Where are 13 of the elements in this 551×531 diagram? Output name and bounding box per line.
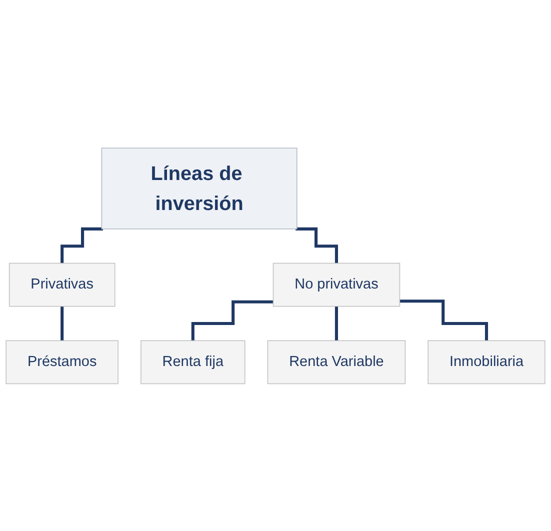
connector	[191, 300, 274, 342]
node-box: Inmobiliaria	[428, 340, 546, 384]
connector	[400, 299, 488, 342]
node-box: Líneas de inversión	[101, 147, 298, 229]
node-box: Privativas	[8, 262, 116, 306]
connector	[60, 304, 64, 342]
connector	[334, 304, 338, 342]
connector	[60, 226, 103, 264]
node-box: No privativas	[272, 262, 400, 306]
node-box: Renta Variable	[267, 340, 406, 384]
connector	[296, 226, 338, 264]
node-box: Préstamos	[6, 340, 118, 384]
node-box: Renta fija	[140, 340, 246, 384]
